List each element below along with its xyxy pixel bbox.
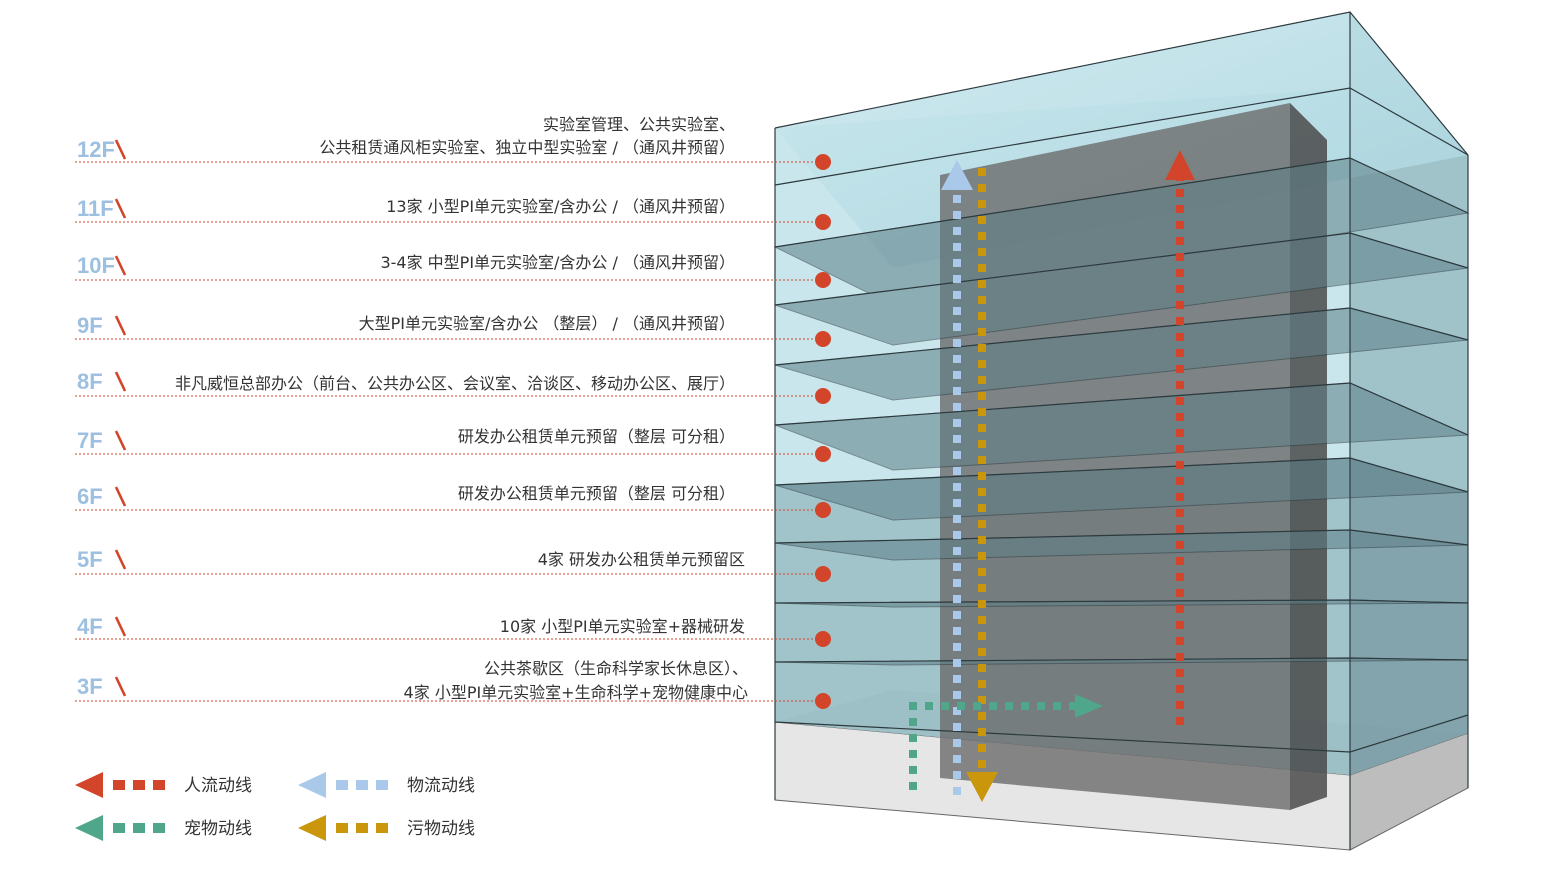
people-flow-arrowhead bbox=[1165, 150, 1195, 180]
pet-flow-arrowhead bbox=[1075, 694, 1103, 718]
floor-row-12f: 12F 实验室管理、公共实验室、公共租赁通风柜实验室、独立中型实验室 / （通风井… bbox=[75, 115, 831, 170]
floor-marker-dot bbox=[815, 272, 831, 288]
legend-dash bbox=[113, 823, 125, 833]
floor-label: 12F bbox=[77, 137, 115, 162]
floor-labels: 12F 实验室管理、公共实验室、公共租赁通风柜实验室、独立中型实验室 / （通风井… bbox=[75, 115, 831, 709]
slash-mark bbox=[114, 198, 127, 219]
floor-label: 8F bbox=[77, 369, 103, 394]
floor-marker-dot bbox=[815, 154, 831, 170]
slash-mark bbox=[114, 139, 127, 160]
floor-marker-dot bbox=[815, 566, 831, 582]
building-volume bbox=[773, 11, 1470, 851]
floor-label: 9F bbox=[77, 313, 103, 338]
slash-mark bbox=[114, 616, 127, 637]
legend-item-pet: 宠物动线 bbox=[75, 815, 252, 841]
floor-label: 11F bbox=[77, 196, 114, 221]
floor-description: 公共租赁通风柜实验室、独立中型实验室 / （通风井预留） bbox=[319, 138, 735, 157]
floor-label: 4F bbox=[77, 614, 103, 639]
legend-label: 宠物动线 bbox=[184, 819, 252, 839]
floor-row-8f: 8F 非凡威恒总部办公（前台、公共办公区、会议室、洽谈区、移动办公区、展厅） bbox=[75, 369, 831, 404]
floor-marker-dot bbox=[815, 631, 831, 647]
legend-dash bbox=[153, 780, 165, 790]
floor-row-9f: 9F 大型PI单元实验室/含办公 （整层） / （通风井预留） bbox=[75, 313, 831, 347]
slash-mark bbox=[114, 255, 127, 276]
slash-mark bbox=[114, 549, 127, 570]
slash-mark bbox=[114, 676, 127, 697]
pet-flow-line bbox=[909, 702, 1078, 790]
floor-marker-dot bbox=[815, 693, 831, 709]
floor-label: 3F bbox=[77, 674, 103, 699]
floor-row-10f: 10F 3-4家 中型PI单元实验室/含办公 / （通风井预留） bbox=[75, 253, 831, 288]
floor-row-5f: 5F 4家 研发办公租赁单元预留区 bbox=[75, 547, 831, 582]
floor-description: 4家 研发办公租赁单元预留区 bbox=[538, 550, 745, 569]
legend-arrowhead-icon bbox=[298, 815, 326, 841]
legend-dash bbox=[336, 823, 348, 833]
floor-marker-dot bbox=[815, 388, 831, 404]
floor-label: 5F bbox=[77, 547, 103, 572]
floor-description: 公共茶歇区（生命科学家长休息区）、 bbox=[484, 659, 748, 678]
floor-description: 4家 小型PI单元实验室+生命科学+宠物健康中心 bbox=[404, 683, 748, 702]
legend-dash bbox=[113, 780, 125, 790]
floor-label: 7F bbox=[77, 428, 103, 453]
floor-description: 10家 小型PI单元实验室+器械研发 bbox=[500, 617, 745, 636]
floor-row-6f: 6F 研发办公租赁单元预留（整层 可分租） bbox=[75, 484, 831, 518]
floor-marker-dot bbox=[815, 446, 831, 462]
floor-description: 研发办公租赁单元预留（整层 可分租） bbox=[458, 427, 735, 446]
logistics-flow-arrowhead bbox=[941, 160, 973, 190]
floor-description: 大型PI单元实验室/含办公 （整层） / （通风井预留） bbox=[359, 314, 735, 333]
floor-marker-dot bbox=[815, 214, 831, 230]
floor-label: 10F bbox=[77, 253, 115, 278]
legend-dash bbox=[336, 780, 348, 790]
legend-item-people: 人流动线 bbox=[75, 772, 252, 798]
slash-mark bbox=[114, 486, 127, 507]
slash-mark bbox=[114, 315, 127, 336]
legend-item-waste: 污物动线 bbox=[298, 815, 475, 841]
floor-row-7f: 7F 研发办公租赁单元预留（整层 可分租） bbox=[75, 427, 831, 462]
floor-marker-dot bbox=[815, 502, 831, 518]
floor-description: 13家 小型PI单元实验室/含办公 / （通风井预留） bbox=[386, 197, 735, 216]
legend-dash bbox=[376, 780, 388, 790]
legend-item-logistics: 物流动线 bbox=[298, 772, 475, 798]
floor-description: 实验室管理、公共实验室、 bbox=[543, 115, 735, 134]
floor-label: 6F bbox=[77, 484, 103, 509]
floor-slabs bbox=[773, 157, 1470, 666]
legend-dash bbox=[356, 780, 368, 790]
legend-arrowhead-icon bbox=[75, 772, 103, 798]
legend-dash bbox=[153, 823, 165, 833]
lower-side-shade bbox=[1350, 458, 1468, 775]
legend-dash bbox=[133, 823, 145, 833]
legend-dash bbox=[356, 823, 368, 833]
legend-arrowhead-icon bbox=[298, 772, 326, 798]
floor-row-11f: 11F 13家 小型PI单元实验室/含办公 / （通风井预留） bbox=[75, 196, 831, 230]
flow-arrows bbox=[909, 150, 1195, 802]
legend-dash bbox=[376, 823, 388, 833]
waste-flow-arrowhead bbox=[966, 772, 998, 802]
floor-marker-dot bbox=[815, 331, 831, 347]
legend-dash bbox=[133, 780, 145, 790]
floor-edges bbox=[774, 11, 1469, 850]
legend-label: 人流动线 bbox=[184, 776, 252, 796]
floor-description: 研发办公租赁单元预留（整层 可分租） bbox=[458, 484, 735, 503]
legend-label: 污物动线 bbox=[407, 819, 475, 839]
floor-description: 3-4家 中型PI单元实验室/含办公 / （通风井预留） bbox=[380, 253, 735, 272]
floor-row-4f: 4F 10家 小型PI单元实验室+器械研发 bbox=[75, 614, 831, 647]
floor-row-3f: 3F 公共茶歇区（生命科学家长休息区）、 4家 小型PI单元实验室+生命科学+宠物健… bbox=[75, 659, 831, 709]
floor-description: 非凡威恒总部办公（前台、公共办公区、会议室、洽谈区、移动办公区、展厅） bbox=[175, 374, 735, 393]
slash-mark bbox=[114, 430, 127, 451]
legend-arrowhead-icon bbox=[75, 815, 103, 841]
slash-mark bbox=[114, 371, 127, 392]
legend-label: 物流动线 bbox=[407, 776, 475, 796]
